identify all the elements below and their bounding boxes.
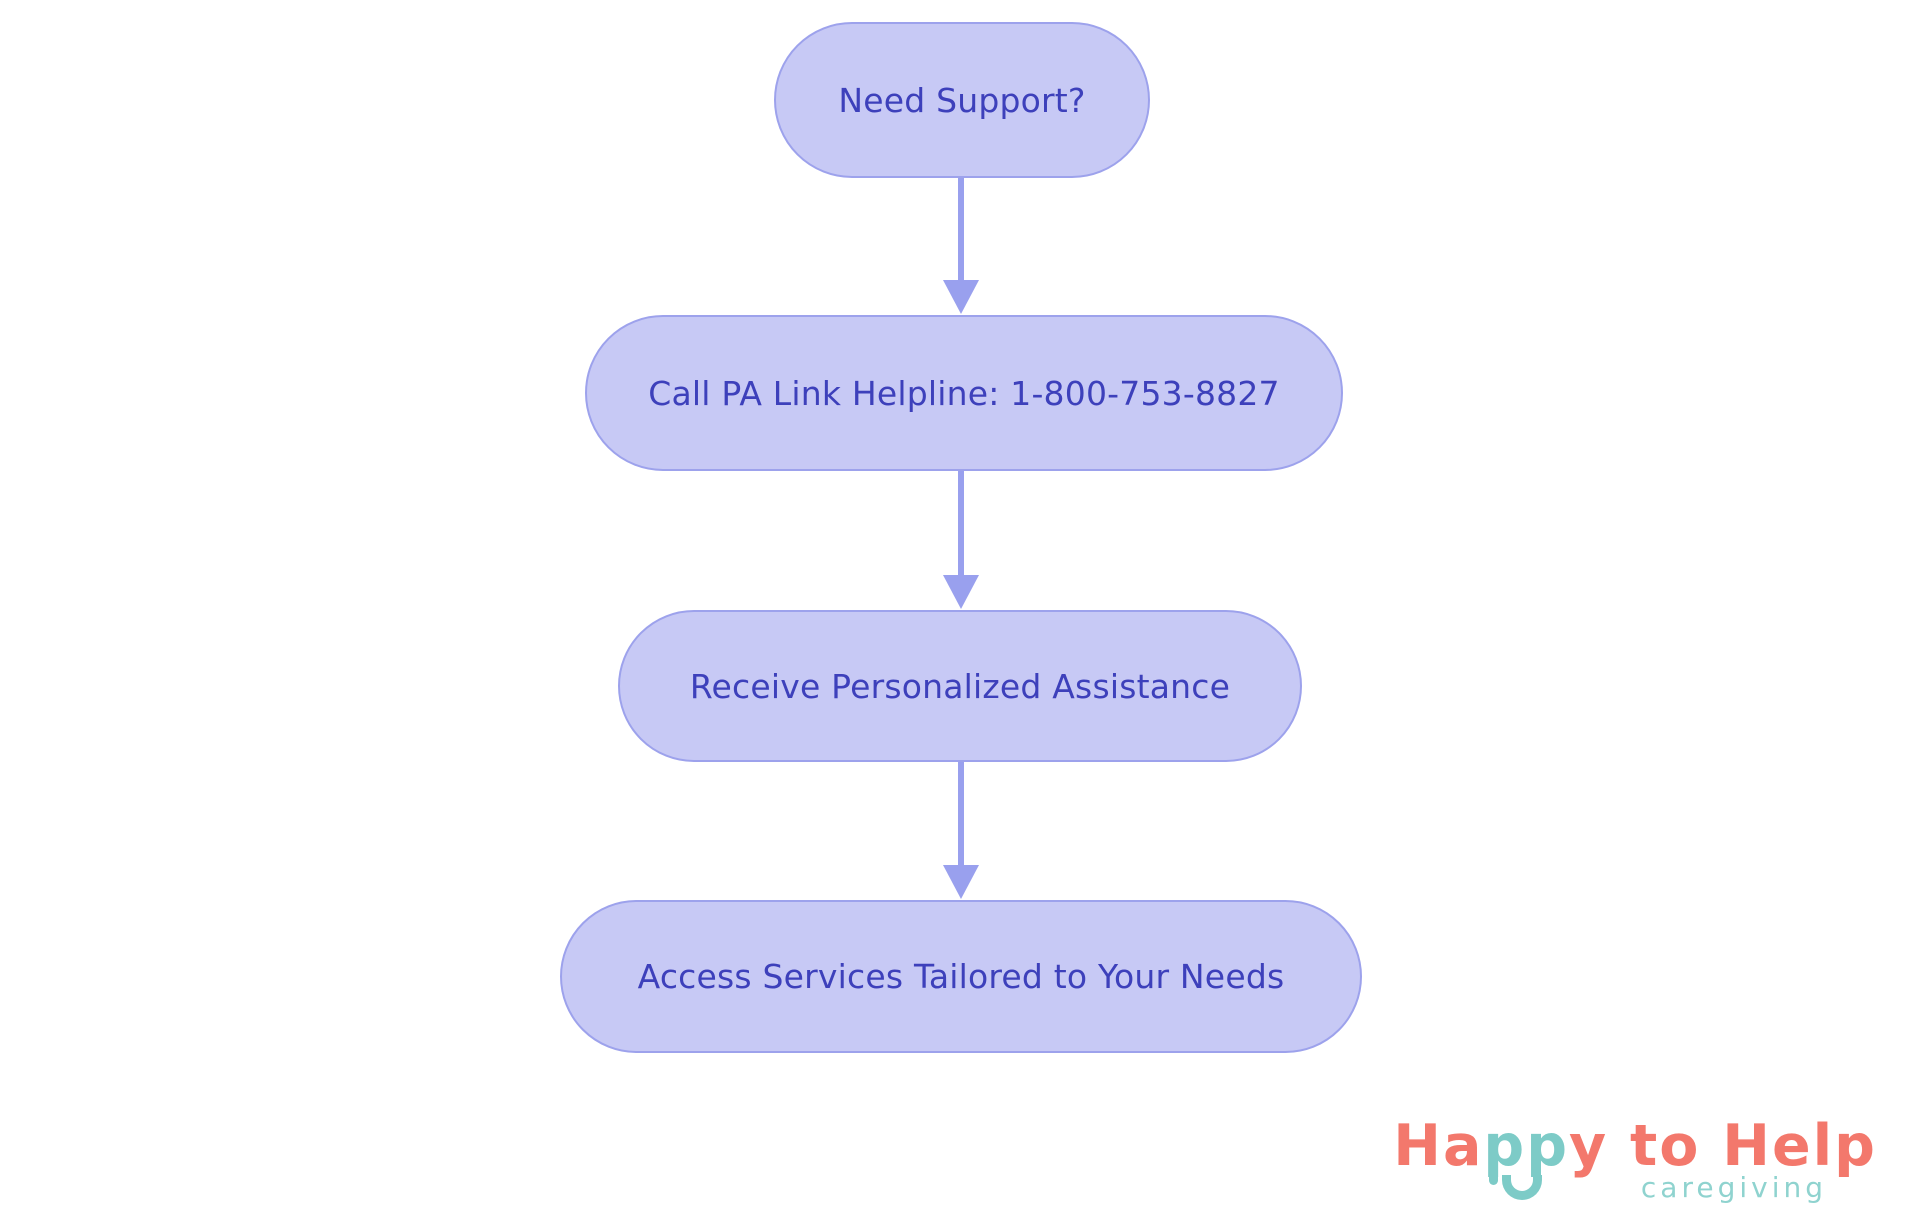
flow-node-call-helpline: Call PA Link Helpline: 1-800-753-8827 bbox=[585, 315, 1343, 471]
arrow-head-icon bbox=[943, 865, 979, 899]
flow-arrow-1 bbox=[940, 178, 982, 314]
node-label: Receive Personalized Assistance bbox=[689, 666, 1231, 706]
arrow-head-icon bbox=[943, 575, 979, 609]
flow-node-receive-assistance: Receive Personalized Assistance bbox=[618, 610, 1302, 762]
arrow-head-icon bbox=[943, 280, 979, 314]
flow-node-need-support: Need Support? bbox=[774, 22, 1150, 178]
arrow-line bbox=[958, 178, 964, 280]
node-label: Need Support? bbox=[838, 80, 1086, 120]
logo-text-y-to-help: y to Help bbox=[1569, 1113, 1877, 1179]
logo-tagline: caregiving bbox=[1640, 1171, 1827, 1204]
node-label: Call PA Link Helpline: 1-800-753-8827 bbox=[648, 373, 1280, 413]
node-label: Access Services Tailored to Your Needs bbox=[637, 957, 1285, 996]
smile-icon bbox=[1502, 1175, 1543, 1200]
flow-arrow-2 bbox=[940, 471, 982, 609]
logo-text-pp: pp bbox=[1483, 1113, 1570, 1179]
logo-text-pp-smiley: pp bbox=[1483, 1118, 1569, 1200]
arrow-line bbox=[958, 471, 964, 575]
logo-text-ha: Ha bbox=[1393, 1113, 1484, 1179]
smile-stub-icon bbox=[1489, 1170, 1499, 1185]
arrow-line bbox=[958, 762, 964, 865]
flow-node-access-services: Access Services Tailored to Your Needs bbox=[560, 900, 1362, 1053]
flow-arrow-3 bbox=[940, 762, 982, 899]
